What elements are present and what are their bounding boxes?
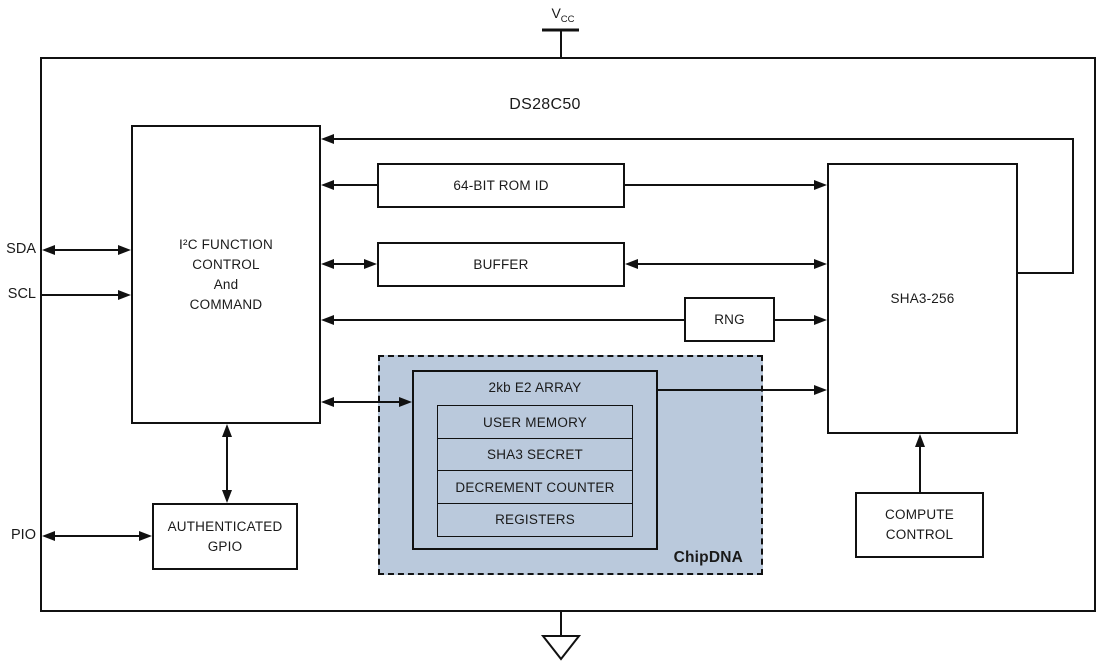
ground-symbol bbox=[540, 612, 582, 661]
compute-line-2: CONTROL bbox=[885, 527, 954, 542]
rom-id-label: 64-BIT ROM ID bbox=[453, 177, 549, 193]
e2-row-user-memory: USER MEMORY bbox=[437, 405, 633, 439]
block-compute-control: COMPUTE CONTROL bbox=[855, 492, 984, 558]
compute-line-1: COMPUTE bbox=[885, 507, 954, 522]
e2-array-title: 2kb E2 ARRAY bbox=[488, 380, 582, 395]
power-symbol bbox=[542, 28, 579, 57]
sha3-label: SHA3-256 bbox=[890, 290, 955, 306]
block-buffer: BUFFER bbox=[377, 242, 625, 287]
buffer-label: BUFFER bbox=[473, 256, 529, 272]
chip-boundary bbox=[40, 57, 1096, 612]
e2-array-rows: USER MEMORY SHA3 SECRET DECREMENT COUNTE… bbox=[437, 405, 633, 537]
chip-title: DS28C50 bbox=[509, 96, 581, 113]
block-authenticated-gpio: AUTHENTICATED GPIO bbox=[152, 503, 298, 570]
vcc-label-sub: CC bbox=[560, 13, 575, 25]
i2c-line-3: And bbox=[213, 276, 239, 292]
e2-row-decrement-counter: DECREMENT COUNTER bbox=[437, 470, 633, 504]
vcc-label: VCC bbox=[543, 5, 583, 25]
gpio-line-1: AUTHENTICATED bbox=[167, 518, 283, 534]
gpio-line-2: GPIO bbox=[207, 538, 243, 554]
vcc-label-main: V bbox=[551, 5, 561, 21]
pin-label-sda: SDA bbox=[6, 241, 36, 257]
i2c-line-1: I²C FUNCTION bbox=[179, 236, 273, 252]
block-rom-id: 64-BIT ROM ID bbox=[377, 163, 625, 208]
pin-label-pio: PIO bbox=[11, 527, 36, 543]
chipdna-label: ChipDNA bbox=[673, 549, 743, 566]
i2c-line-4: COMMAND bbox=[189, 296, 263, 312]
e2-row-sha3-secret: SHA3 SECRET bbox=[437, 437, 633, 472]
block-e2-array: 2kb E2 ARRAY USER MEMORY SHA3 SECRET DEC… bbox=[412, 370, 658, 550]
block-i2c-function-control: I²C FUNCTION CONTROL And COMMAND bbox=[131, 125, 321, 424]
e2-row-registers: REGISTERS bbox=[437, 502, 633, 537]
i2c-line-2: CONTROL bbox=[192, 256, 260, 272]
rng-label: RNG bbox=[714, 311, 745, 327]
pin-label-scl: SCL bbox=[7, 286, 36, 302]
block-rng: RNG bbox=[684, 297, 775, 342]
block-sha3-256: SHA3-256 bbox=[827, 163, 1018, 434]
